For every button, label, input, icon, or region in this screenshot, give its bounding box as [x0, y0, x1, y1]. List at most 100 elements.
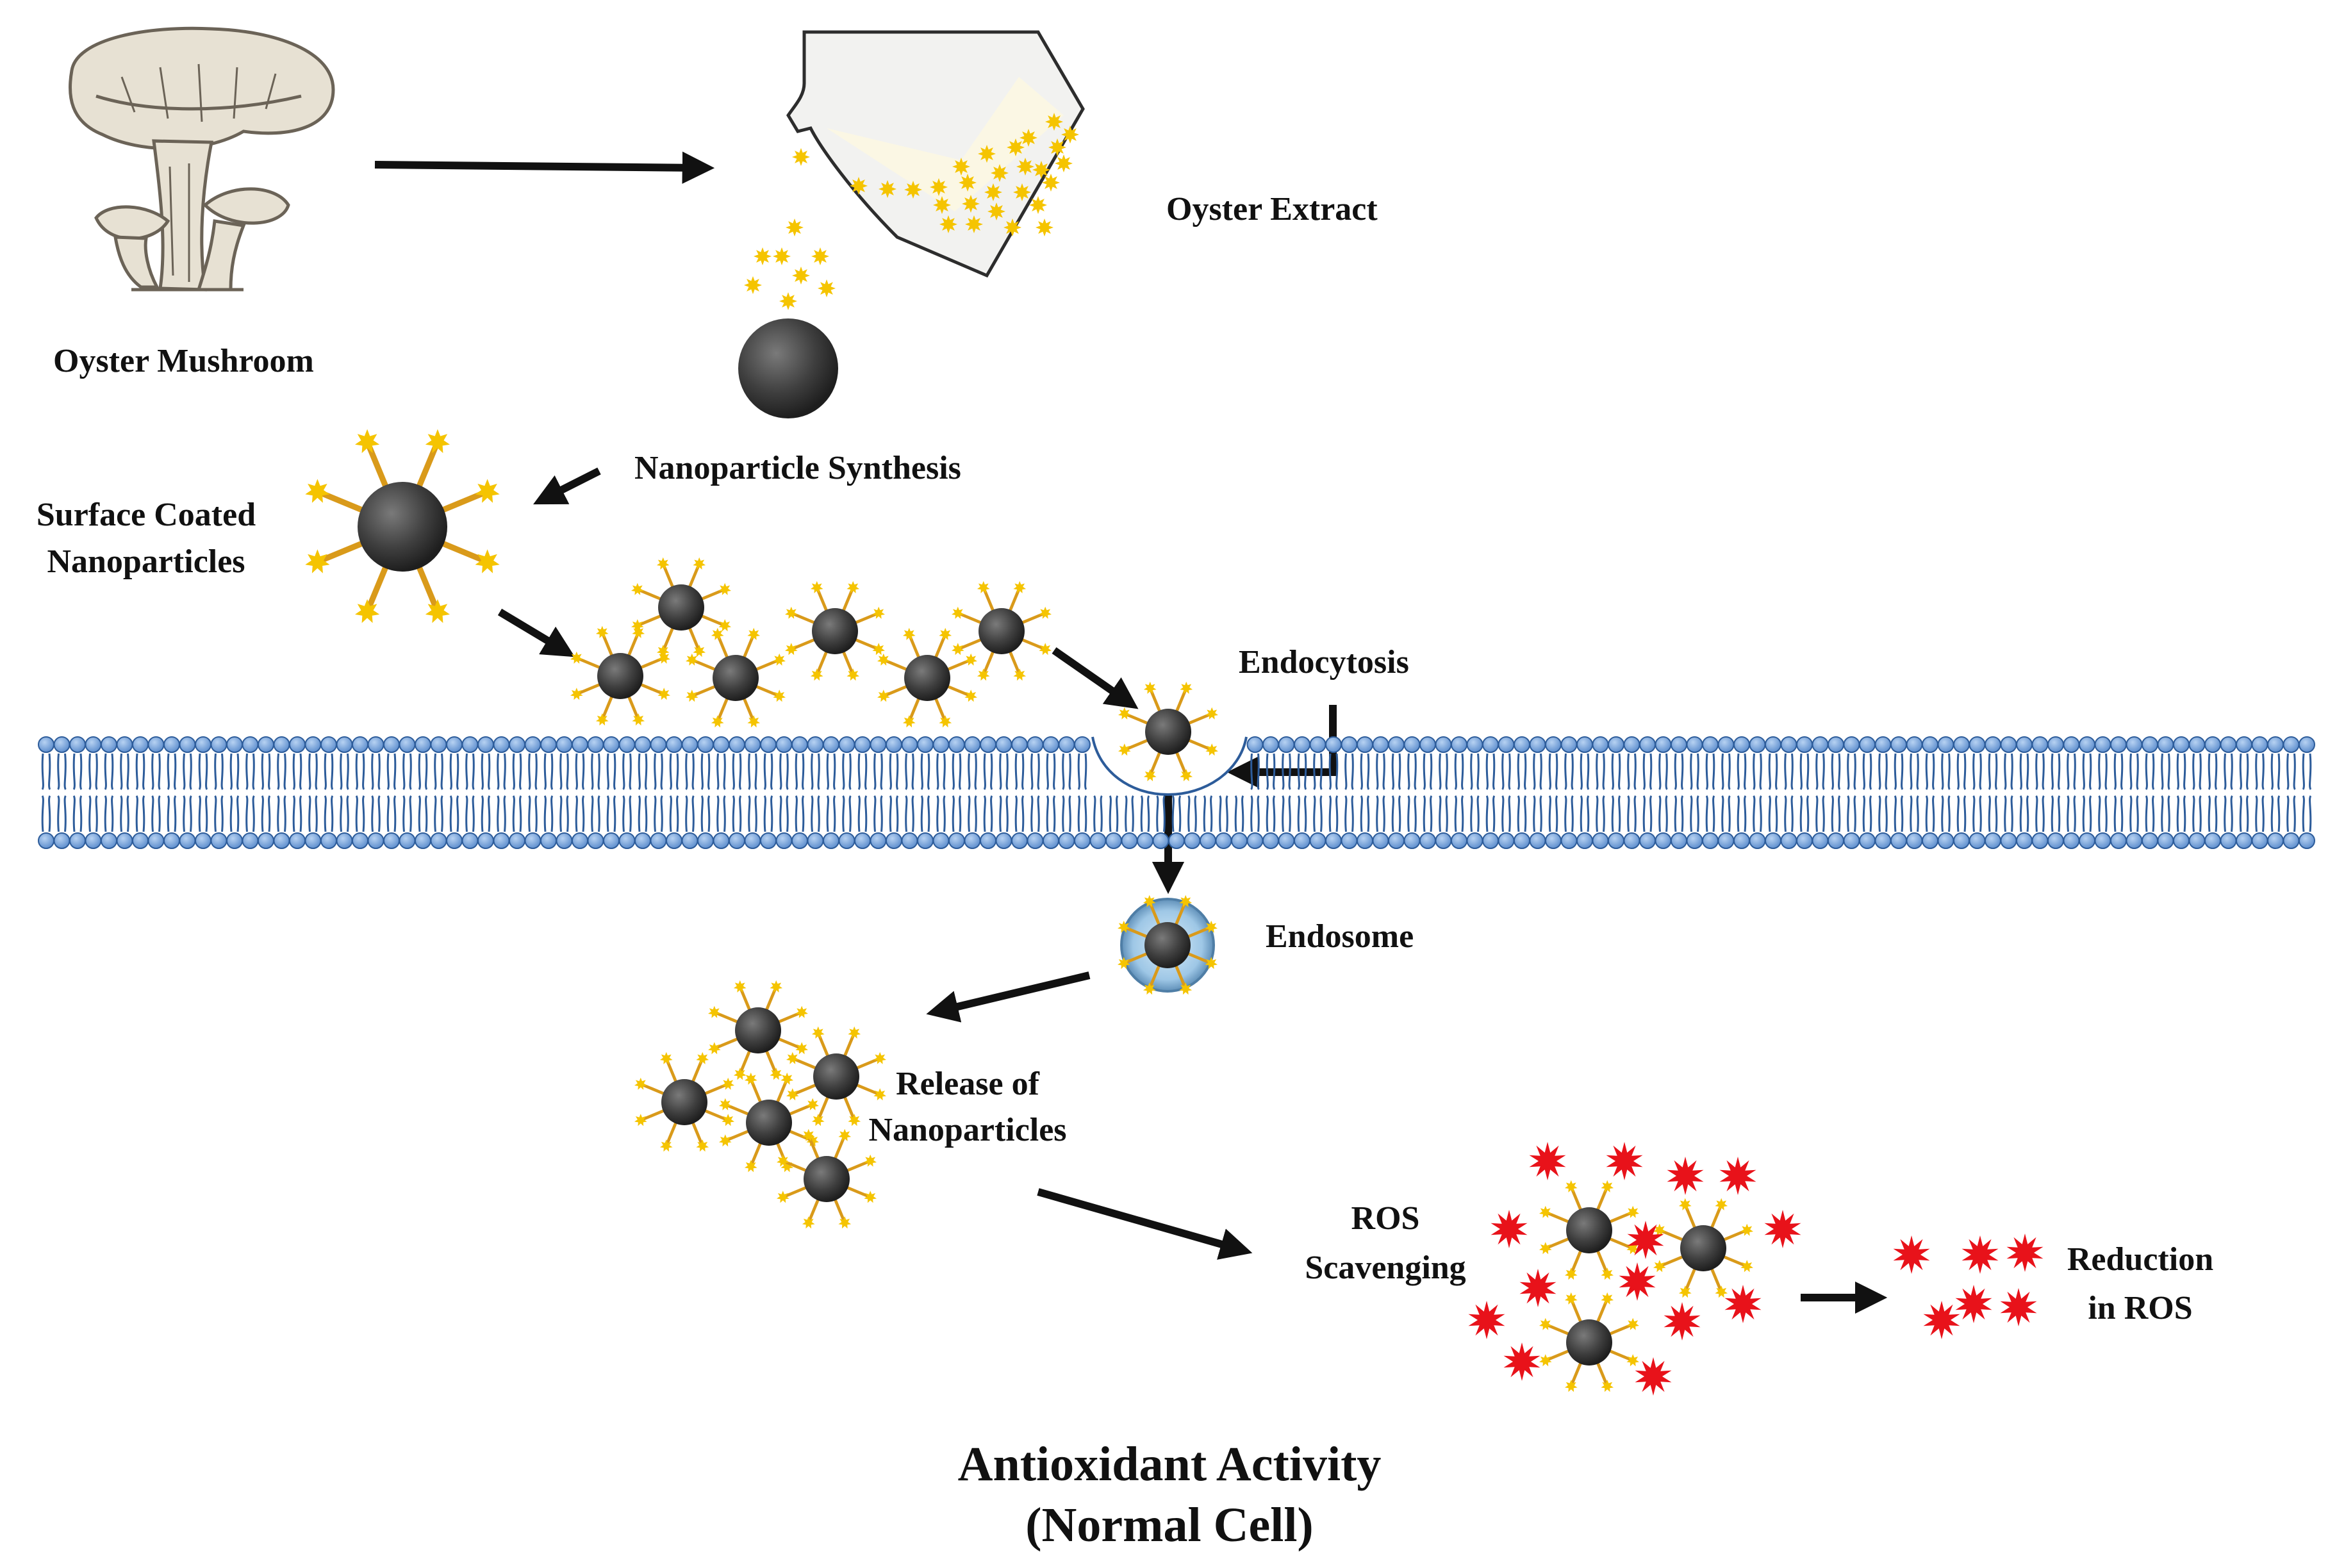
lipid-head: [383, 736, 400, 753]
arrow-mushroom-to-extract: [374, 151, 715, 184]
lipid-head: [1765, 832, 1781, 849]
lipid-head: [1545, 832, 1562, 849]
extract-particle: [754, 247, 772, 265]
lipid-head: [618, 832, 636, 849]
lipid-head: [116, 832, 133, 849]
arrows: [374, 151, 1888, 1314]
extract-particle: [984, 183, 1002, 201]
ros-molecule: [1719, 1157, 1756, 1195]
lipid-head: [415, 832, 431, 849]
lipid-head: [524, 736, 541, 753]
lipid-head: [1309, 736, 1326, 753]
label-ros-line1: ROS: [1351, 1200, 1420, 1237]
lipid-head: [1419, 736, 1436, 753]
ros-molecule: [2006, 1234, 2044, 1272]
extract-particle: [779, 292, 797, 310]
lipid-head: [147, 832, 165, 849]
lipid-head: [1828, 832, 1844, 849]
lipid-head: [336, 736, 353, 753]
lipid-head: [634, 832, 651, 849]
lipid-head: [1671, 832, 1687, 849]
coated-nanoparticle: [631, 557, 731, 657]
lipid-head: [304, 832, 322, 849]
scavenging-nanoparticle: [1539, 1180, 1639, 1280]
lipid-head: [540, 736, 557, 753]
lipid-head: [1545, 736, 1562, 753]
lipid-head: [101, 832, 117, 849]
arrow-release-to-ros: [1037, 1188, 1253, 1260]
lipid-head: [179, 832, 196, 849]
lipid-head: [1717, 736, 1735, 753]
lipid-head: [1733, 736, 1750, 753]
lipid-head: [38, 832, 54, 849]
lipid-head: [964, 832, 981, 849]
cell-membrane: [38, 736, 2315, 849]
lipid-head: [242, 832, 259, 849]
ros-molecule: [1724, 1285, 1762, 1323]
lipid-head: [1403, 832, 1421, 849]
lipid-head: [1089, 832, 1107, 849]
lipid-head: [367, 832, 384, 849]
lipid-head: [1780, 832, 1797, 849]
label-surface-coated-line2: Nanoparticles: [47, 543, 245, 580]
lipid-head: [634, 736, 651, 753]
lipid-head: [53, 832, 70, 849]
lipid-head: [2267, 832, 2284, 849]
label-surface-coated-line1: Surface Coated: [37, 497, 256, 533]
lipid-head: [1623, 832, 1640, 849]
lipid-head: [509, 736, 525, 753]
arrow-particles-to-membrane: [1052, 647, 1139, 709]
lipid-head: [964, 736, 981, 753]
lipid-head: [1560, 832, 1578, 849]
extract-particle: [1061, 126, 1079, 144]
lipid-head: [101, 736, 117, 753]
extract-particle: [959, 174, 977, 192]
lipid-head: [258, 736, 274, 753]
extract-particle: [879, 180, 896, 198]
lipid-head: [791, 832, 808, 849]
lipid-head: [1043, 832, 1059, 849]
lipid-head: [1576, 736, 1593, 753]
lipid-head: [1388, 736, 1405, 753]
extract-particle: [792, 267, 810, 285]
released-nanoparticle: [786, 1026, 886, 1126]
lipid-head: [2299, 832, 2315, 849]
coated-nanoparticle: [570, 625, 670, 726]
lipid-head: [1451, 736, 1467, 753]
ros-molecule: [1627, 1221, 1664, 1259]
lipid-head: [1043, 736, 1059, 753]
lipid-head: [1184, 832, 1201, 849]
lipid-head: [1671, 736, 1687, 753]
extract-particle: [962, 195, 980, 213]
lipid-head: [289, 736, 306, 753]
lipid-head: [1843, 832, 1860, 849]
lipid-head: [886, 832, 902, 849]
lipid-head: [524, 832, 541, 849]
lipid-head: [744, 736, 761, 753]
extract-particle: [1032, 161, 1050, 179]
lipid-head: [1294, 832, 1310, 849]
ros-molecule: [1955, 1285, 1992, 1323]
lipid-head: [2000, 832, 2017, 849]
lipid-head: [461, 832, 479, 849]
lipid-head: [1655, 832, 1672, 849]
lipid-head: [320, 832, 337, 849]
ros-molecule: [1606, 1142, 1643, 1180]
lipid-head: [587, 736, 604, 753]
scavenging-nanoparticle: [1653, 1198, 1753, 1298]
lipid-head: [116, 736, 133, 753]
arrow-synthesis-to-coated: [533, 467, 601, 505]
lipid-head: [1655, 736, 1672, 753]
lipid-head: [886, 736, 902, 753]
lipid-head: [603, 736, 620, 753]
lipid-head: [713, 736, 730, 753]
lipid-head: [2188, 736, 2206, 753]
ros-molecule: [1503, 1342, 1540, 1381]
lipid-head: [1466, 832, 1483, 849]
coated-nanoparticle: [952, 581, 1052, 681]
lipid-head: [729, 832, 745, 849]
lipid-head: [650, 832, 667, 849]
lipid-head: [1246, 832, 1264, 849]
lipid-head: [2000, 736, 2017, 753]
lipid-head: [556, 736, 573, 753]
